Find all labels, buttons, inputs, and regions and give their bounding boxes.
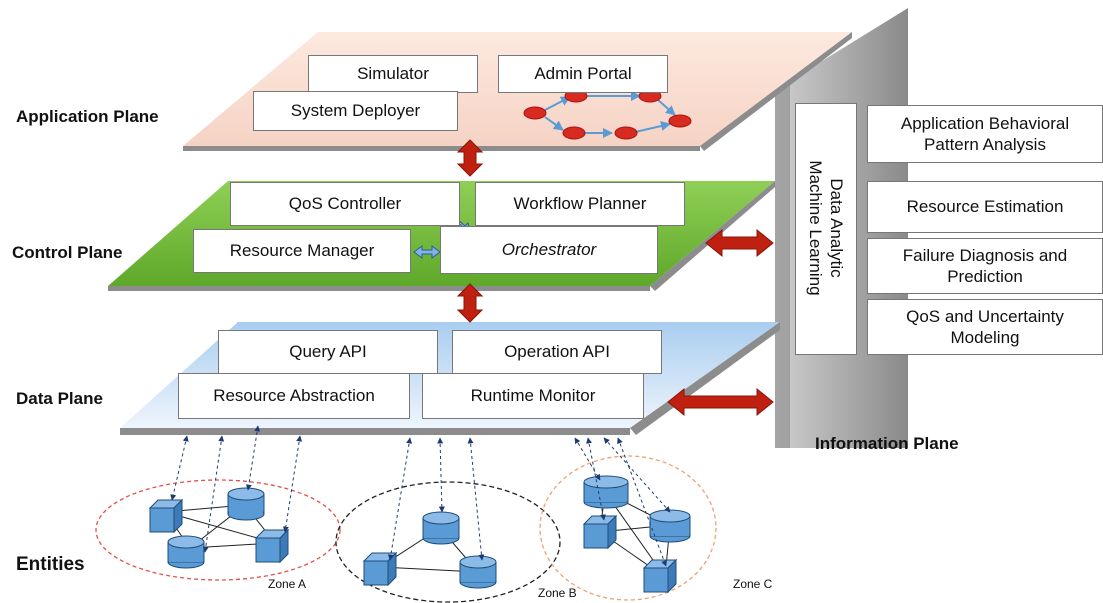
zone-b <box>335 481 561 603</box>
qos-uncertainty-line2: Modeling <box>950 328 1020 347</box>
admin-portal-box: Admin Portal <box>498 55 668 93</box>
cube-entity <box>362 551 398 587</box>
workflow-node <box>562 126 586 140</box>
cylinder-entity <box>649 509 691 543</box>
control-data-arrow <box>456 283 484 323</box>
cube-entity <box>254 528 290 564</box>
query-api-box: Query API <box>218 330 438 374</box>
workflow-chain <box>523 89 692 140</box>
behavioral-analysis-line1: Application Behavioral <box>900 113 1070 133</box>
workflow-node <box>668 114 692 128</box>
cylinder-entity <box>422 511 460 545</box>
orchestrator-box: Orchestrator <box>440 226 658 274</box>
information-plane-label: Information Plane <box>815 434 959 453</box>
failure-diagnosis-line1: Failure Diagnosis and <box>902 245 1068 265</box>
data-analytic-label: Data Analytic Machine Learning <box>805 102 847 354</box>
system-deployer-box: System Deployer <box>253 91 458 131</box>
red-double-arrows <box>456 139 774 417</box>
data-analytic-box <box>795 103 857 355</box>
cylinder-entity <box>167 535 205 569</box>
runtime-monitor-box: Runtime Monitor <box>422 373 644 419</box>
workflow-node <box>523 106 547 120</box>
workflow-planner-box: Workflow Planner <box>475 182 685 226</box>
simulator-box: Simulator <box>308 55 478 93</box>
operation-api-box: Operation API <box>452 330 662 374</box>
monitoring-links <box>170 425 671 567</box>
cylinder-entity <box>459 555 497 589</box>
qos-uncertainty-line1: QoS and Uncertainty <box>906 306 1064 326</box>
app-control-arrow <box>456 139 484 177</box>
failure-diagnosis-box: Failure Diagnosis and Prediction <box>867 238 1103 294</box>
entities <box>148 475 691 594</box>
control-info-arrow <box>705 228 774 258</box>
cylinder-entity <box>227 487 265 521</box>
resource-estimation-box: Resource Estimation <box>867 181 1103 233</box>
zone-a <box>95 479 341 581</box>
resource-abstraction-box: Resource Abstraction <box>178 373 410 419</box>
zone-a-label: Zone A <box>268 577 307 591</box>
behavioral-analysis-line2: Pattern Analysis <box>924 135 1046 154</box>
zone-c <box>539 455 717 601</box>
qos-uncertainty-box: QoS and Uncertainty Modeling <box>867 299 1103 355</box>
zone-b-label: Zone B <box>538 586 577 600</box>
behavioral-analysis-box: Application Behavioral Pattern Analysis <box>867 105 1103 163</box>
control-plane-label: Control Plane <box>12 243 123 262</box>
cube-entity <box>582 514 618 550</box>
application-plane-label: Application Plane <box>16 107 159 126</box>
workflow-node <box>614 126 638 140</box>
data-plane-label: Data Plane <box>16 389 103 408</box>
data-analytic-line1: Data Analytic <box>827 178 846 278</box>
zone-c-label: Zone C <box>733 577 773 591</box>
qos-controller-box: QoS Controller <box>230 182 460 226</box>
data-info-arrow <box>667 387 774 417</box>
cube-entity <box>642 558 678 594</box>
cylinder-entity <box>583 475 629 509</box>
resource-manager-box: Resource Manager <box>193 229 411 273</box>
data-analytic-line2: Machine Learning <box>805 160 825 296</box>
entities-label: Entities <box>16 554 85 575</box>
cube-entity <box>148 498 184 534</box>
failure-diagnosis-line2: Prediction <box>947 267 1023 286</box>
